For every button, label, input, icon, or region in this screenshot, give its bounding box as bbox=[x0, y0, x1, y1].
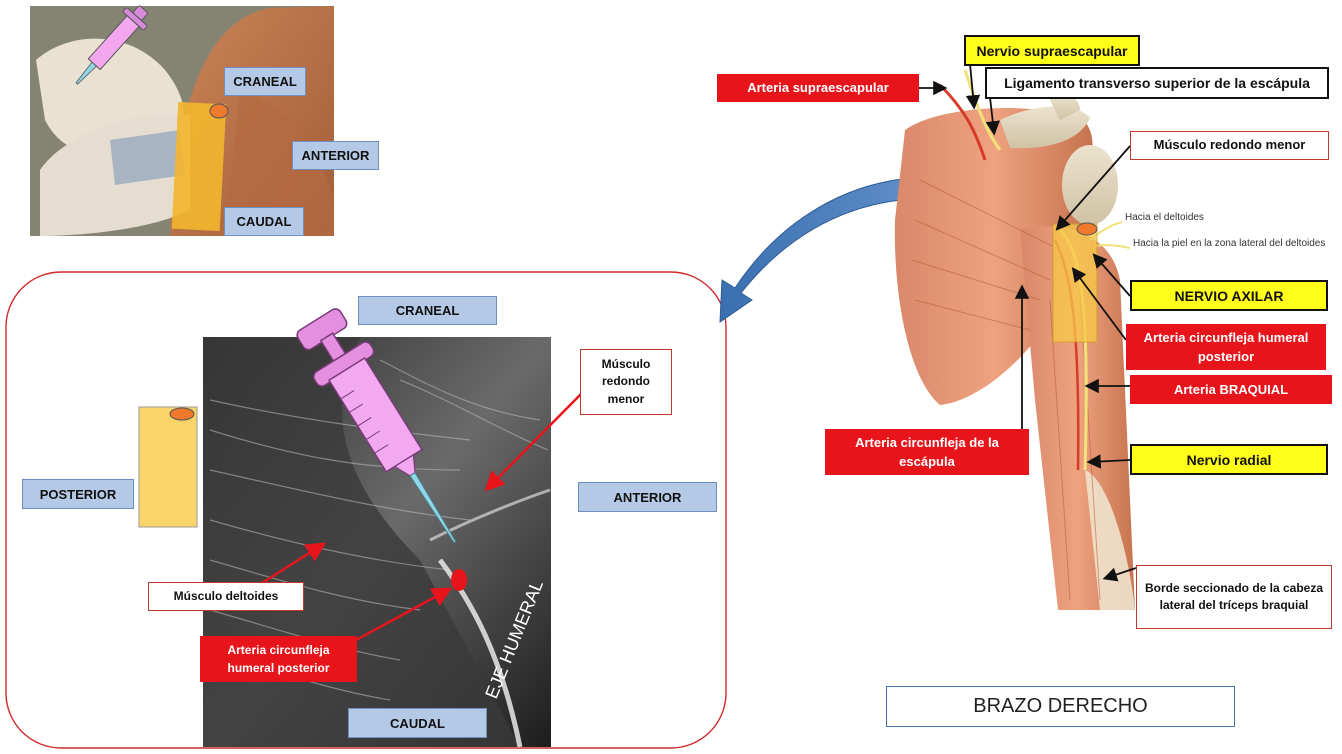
us-label-deltoides: Músculo deltoides bbox=[148, 582, 304, 611]
photo-label-caudal: CAUDAL bbox=[224, 207, 304, 236]
us-label-posterior: POSTERIOR bbox=[22, 479, 134, 509]
label-nervio-radial: Nervio radial bbox=[1130, 444, 1328, 475]
us-label-arteria-circunfleja: Arteria circunfleja humeral posterior bbox=[200, 636, 357, 682]
arrow-arteria-us bbox=[355, 587, 453, 642]
photo-label-anterior: ANTERIOR bbox=[292, 141, 379, 170]
injection-photo bbox=[30, 5, 334, 236]
probe-icon bbox=[138, 406, 198, 528]
ultrasound-panel-frame bbox=[5, 271, 727, 749]
anatomy-leader-lines bbox=[918, 63, 1137, 582]
note-hacia-piel: Hacia la piel en la zona lateral del del… bbox=[1133, 238, 1326, 249]
label-ligamento-transverso: Ligamento transverso superior de la escá… bbox=[985, 67, 1329, 99]
label-arteria-circunfleja-escapula: Arteria circunfleja de la escápula bbox=[825, 429, 1029, 475]
caption-brazo-derecho: BRAZO DERECHO bbox=[886, 686, 1235, 727]
label-arteria-braquial: Arteria BRAQUIAL bbox=[1130, 375, 1332, 404]
us-label-anterior: ANTERIOR bbox=[578, 482, 717, 512]
label-arteria-circunfleja-humeral: Arteria circunfleja humeral posterior bbox=[1126, 324, 1326, 370]
label-borde-seccionado: Borde seccionado de la cabeza lateral de… bbox=[1136, 565, 1332, 629]
label-redondo-menor: Músculo redondo menor bbox=[1130, 131, 1329, 160]
label-arteria-supraescapular: Arteria supraescapular bbox=[717, 74, 919, 102]
shoulder-anatomy-illustration bbox=[894, 69, 1135, 610]
probe-marker-icon bbox=[169, 407, 195, 421]
us-label-redondo-menor: Músculo redondo menor bbox=[580, 349, 672, 415]
label-nervio-supraescapular: Nervio supraescapular bbox=[964, 35, 1140, 66]
arrow-deltoides bbox=[261, 542, 327, 585]
us-label-caudal: CAUDAL bbox=[348, 708, 487, 738]
note-hacia-deltoides: Hacia el deltoides bbox=[1125, 212, 1204, 223]
photo-label-craneal: CRANEAL bbox=[224, 67, 306, 96]
label-nervio-axilar: NERVIO AXILAR bbox=[1130, 280, 1328, 311]
arrow-redondo-menor bbox=[484, 391, 584, 492]
us-label-craneal: CRANEAL bbox=[358, 296, 497, 325]
